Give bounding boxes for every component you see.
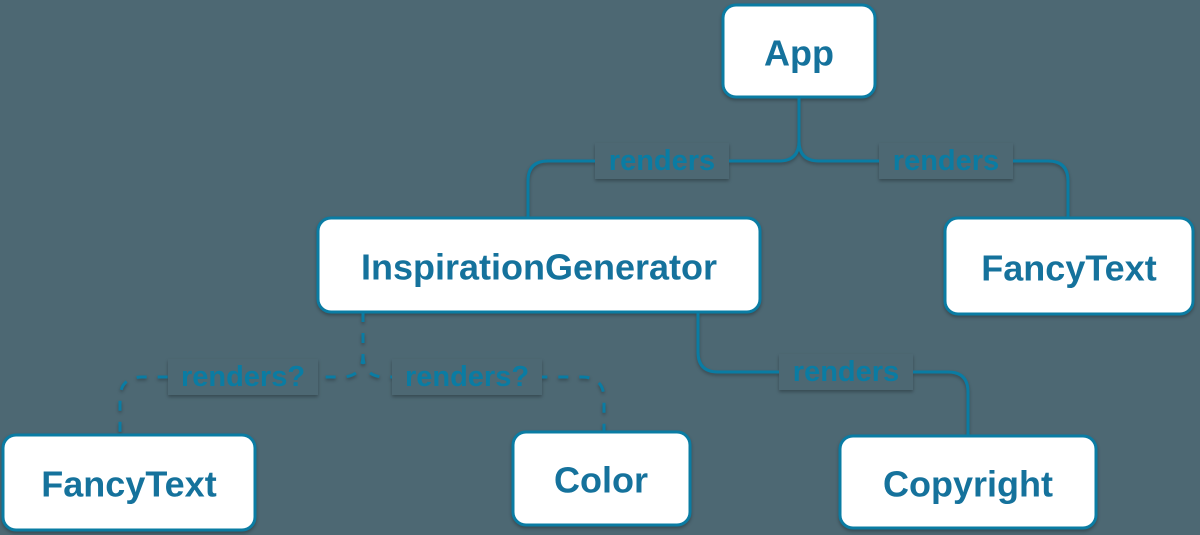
node-copyright-box (838, 434, 1098, 530)
edge-label-backdrop (168, 359, 318, 395)
edge-label-backdrop (879, 143, 1013, 179)
edge-label-text: renders (893, 145, 999, 177)
edge-label-backdrop (392, 359, 542, 395)
edge-label-app-to-fancy-text: renders (879, 143, 1013, 179)
edge-label-inspiration-generator-to-fancy-text: renders? (168, 359, 318, 395)
node-fancy-text-top: FancyText (943, 216, 1195, 316)
node-color-box (511, 430, 692, 527)
nodes-group: App InspirationGenerator FancyText Fancy… (1, 3, 1195, 532)
edge-label-text: renders? (405, 361, 529, 393)
edge-label-inspiration-generator-to-copyright: renders (779, 354, 913, 390)
node-inspiration-generator-box (316, 216, 762, 314)
node-app-label: App (764, 33, 834, 74)
node-fancy-text-bottom-label: FancyText (41, 464, 216, 505)
node-inspiration-generator: InspirationGenerator (316, 216, 762, 314)
edge-label-app-to-inspiration-generator: renders (595, 143, 729, 179)
node-color-label: Color (554, 460, 648, 501)
node-copyright-label: Copyright (883, 464, 1053, 505)
node-copyright: Copyright (838, 434, 1098, 530)
edge-labels-group: renders renders renders? renders? render… (168, 143, 1013, 395)
edge-label-backdrop (779, 354, 913, 390)
node-app: App (721, 3, 877, 99)
node-fancy-text-top-box (943, 216, 1195, 316)
node-app-box (721, 3, 877, 99)
edge-label-backdrop (595, 143, 729, 179)
node-fancy-text-top-label: FancyText (981, 248, 1156, 289)
node-color: Color (511, 430, 692, 527)
edge-label-text: renders (793, 356, 899, 388)
edge-label-text: renders? (181, 361, 305, 393)
edge-label-text: renders (609, 145, 715, 177)
node-fancy-text-bottom-box (1, 433, 257, 532)
node-fancy-text-bottom: FancyText (1, 433, 257, 532)
node-inspiration-generator-label: InspirationGenerator (361, 247, 717, 288)
edge-label-inspiration-generator-to-color: renders? (392, 359, 542, 395)
